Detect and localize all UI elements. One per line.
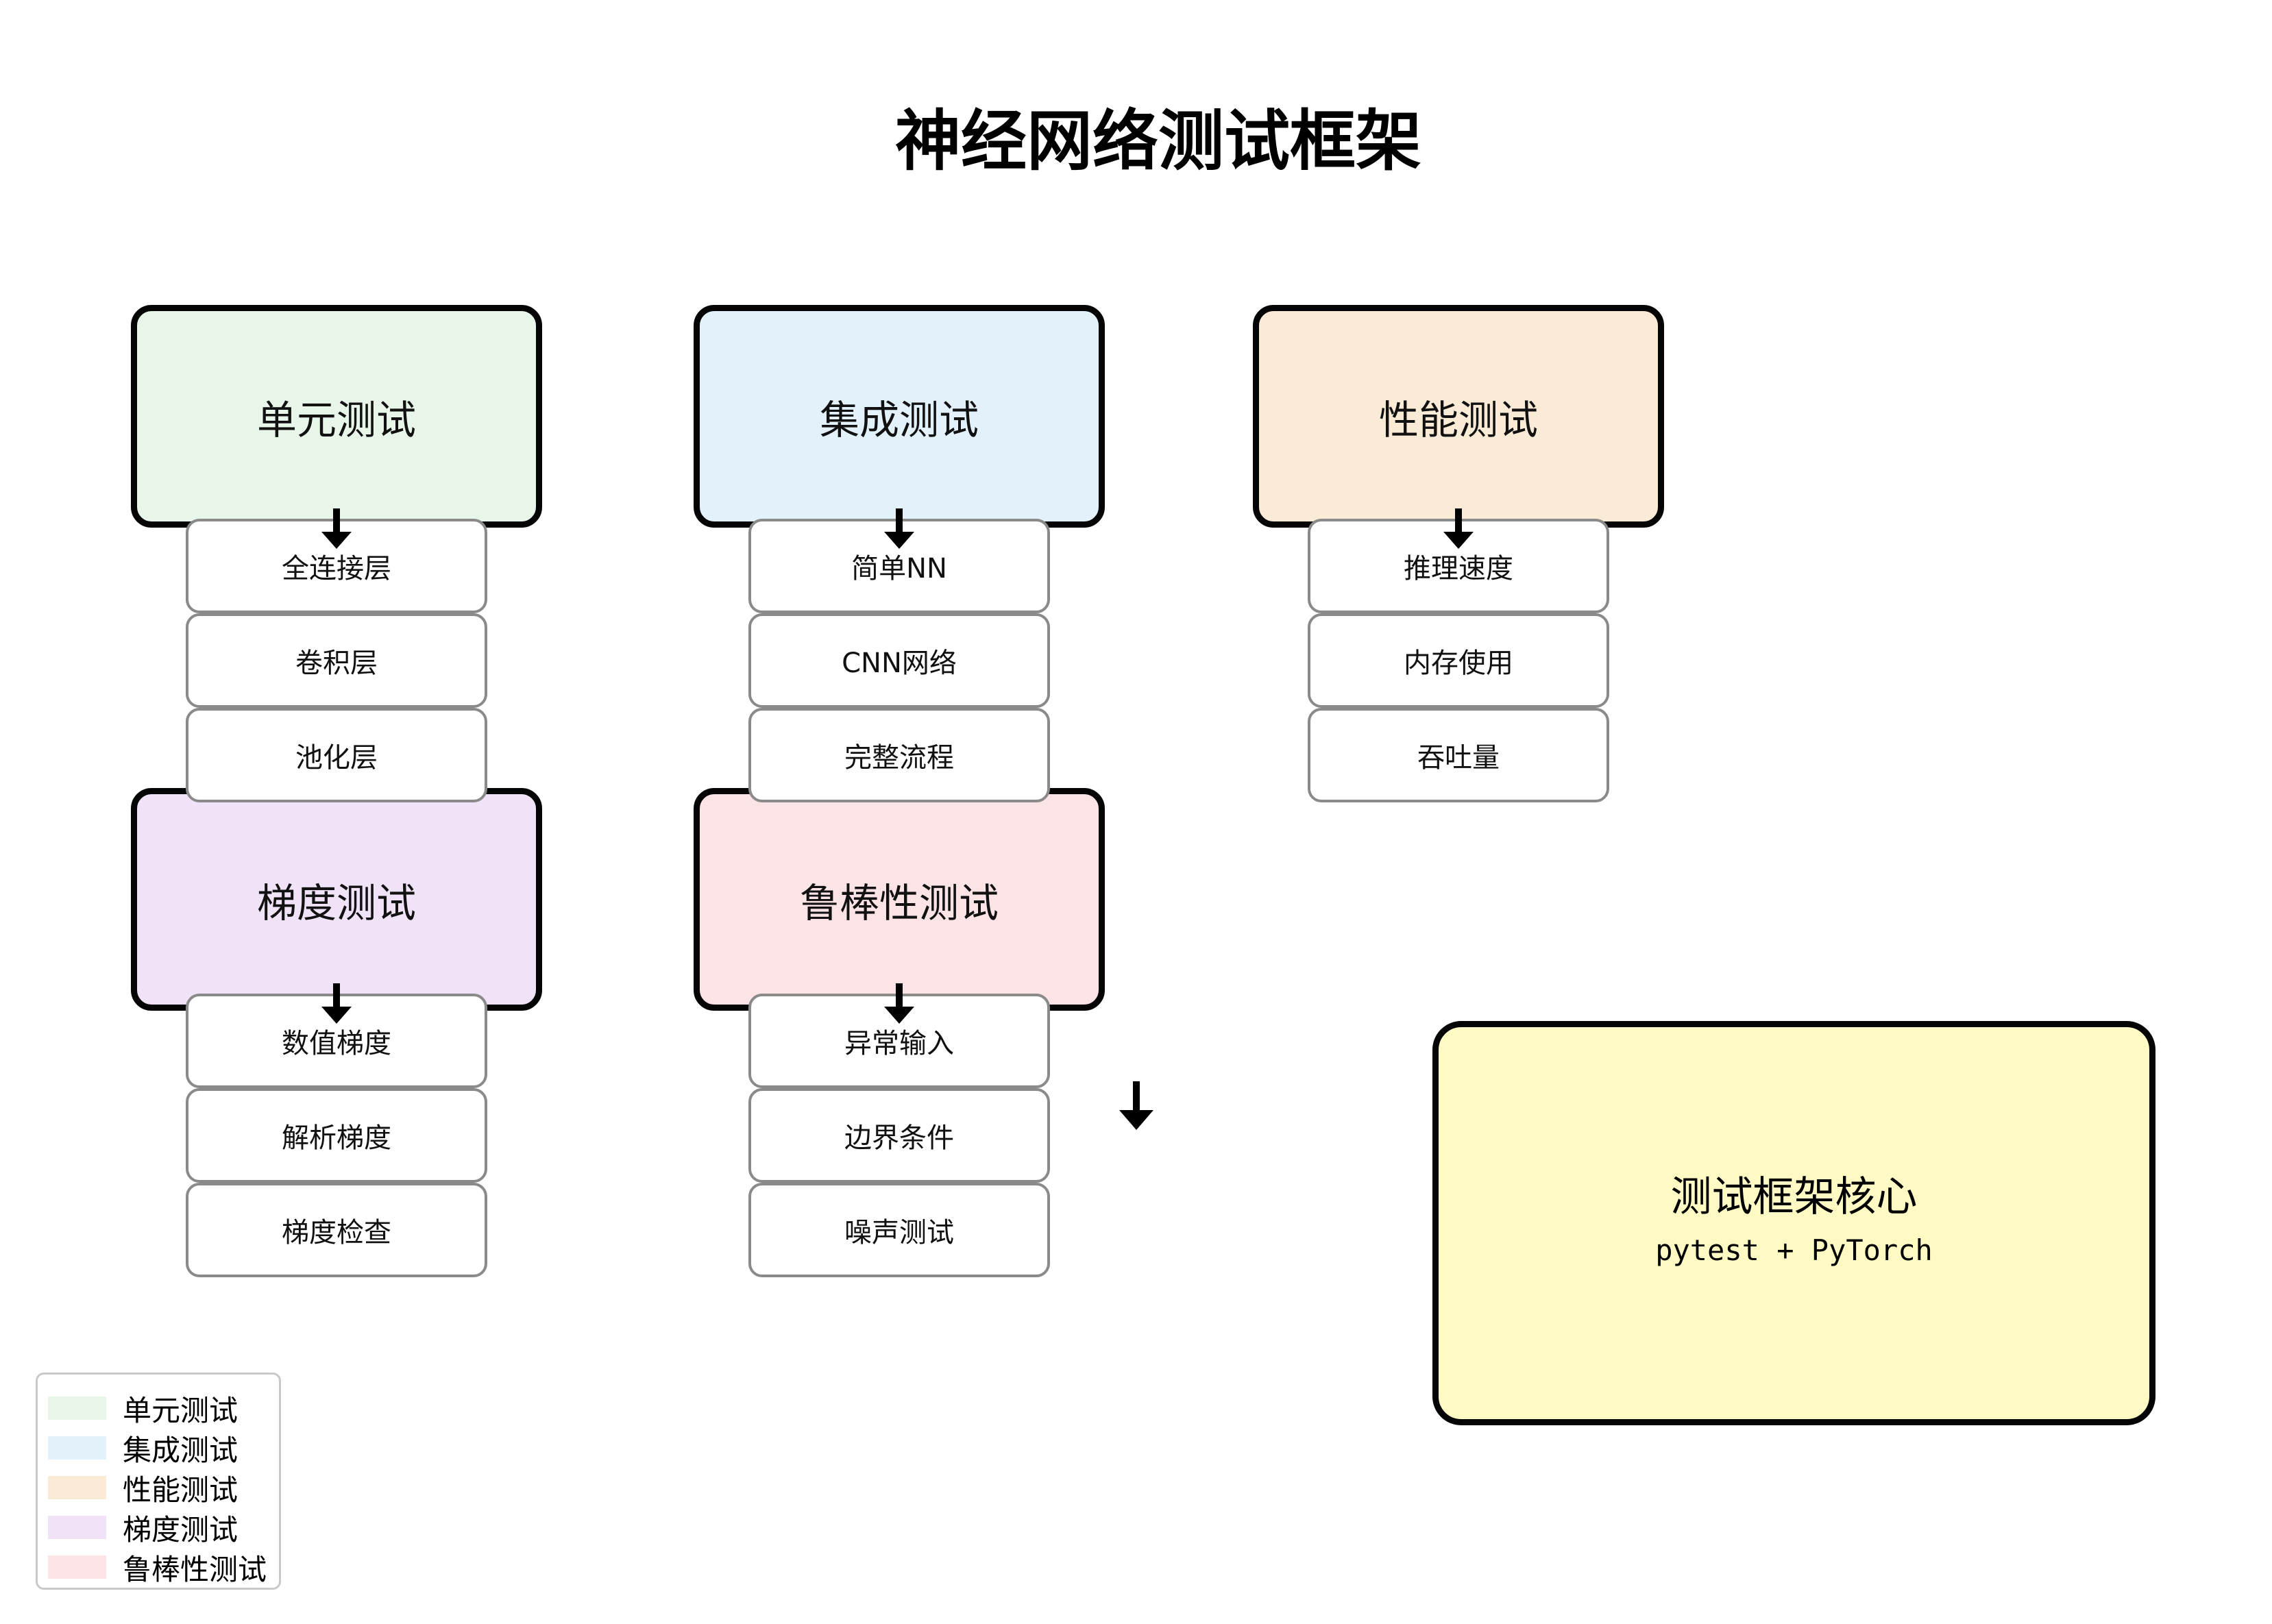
arrow-down-icon [1443, 508, 1474, 549]
legend-swatch-robustness-testing [48, 1555, 106, 1579]
item-label: 池化层 [295, 742, 378, 774]
item-label: 噪声测试 [844, 1217, 954, 1248]
core-framework-subtitle: pytest + PyTorch [1655, 1233, 1933, 1267]
item-box-noise-test: 噪声测试 [748, 1183, 1050, 1277]
group-header-gradient-testing: 梯度测试 [131, 788, 542, 1011]
item-box-cnn-network: CNN网络 [748, 613, 1050, 708]
group-header-label: 集成测试 [819, 396, 979, 443]
legend-row: 集成测试 [38, 1428, 279, 1468]
legend: 单元测试 集成测试 性能测试 梯度测试 鲁棒性测试 [36, 1373, 281, 1590]
group-header-label: 性能测试 [1378, 396, 1538, 443]
group-header-unit-testing: 单元测试 [131, 305, 542, 528]
legend-row: 性能测试 [38, 1468, 279, 1508]
item-label: 推理速度 [1404, 553, 1513, 585]
group-header-label: 梯度测试 [256, 879, 416, 926]
arrow-down-icon [884, 983, 914, 1024]
core-framework-box [1432, 1021, 2155, 1425]
item-label: 边界条件 [844, 1122, 954, 1154]
legend-swatch-gradient-testing [48, 1516, 106, 1539]
legend-label: 性能测试 [123, 1473, 239, 1507]
item-box-analytical-gradient: 解析梯度 [186, 1088, 487, 1183]
item-label: 完整流程 [844, 742, 954, 774]
legend-label: 鲁棒性测试 [123, 1552, 267, 1586]
item-box-boundary-condition: 边界条件 [748, 1088, 1050, 1183]
item-label: CNN网络 [842, 648, 957, 679]
legend-label: 集成测试 [123, 1433, 239, 1467]
diagram-title: 神经网络测试框架 [895, 103, 1421, 180]
arrow-down-icon [321, 508, 352, 549]
item-box-conv-layer: 卷积层 [186, 613, 487, 708]
item-label: 内存使用 [1404, 648, 1513, 679]
group-header-label: 鲁棒性测试 [799, 879, 999, 926]
item-label: 解析梯度 [282, 1122, 391, 1154]
item-label: 卷积层 [295, 648, 378, 679]
legend-label: 梯度测试 [123, 1512, 239, 1547]
item-box-pooling-layer: 池化层 [186, 708, 487, 802]
item-label: 梯度检查 [282, 1217, 391, 1248]
group-header-performance-testing: 性能测试 [1253, 305, 1664, 528]
item-box-full-pipeline: 完整流程 [748, 708, 1050, 802]
item-label: 异常输入 [844, 1028, 954, 1059]
item-box-memory-usage: 内存使用 [1308, 613, 1609, 708]
arrow-down-icon [1119, 1081, 1153, 1130]
item-label: 吞吐量 [1417, 742, 1500, 774]
legend-swatch-performance-testing [48, 1476, 106, 1499]
legend-swatch-unit-testing [48, 1397, 106, 1420]
legend-row: 梯度测试 [38, 1508, 279, 1547]
legend-row: 单元测试 [38, 1388, 279, 1428]
core-framework-title: 测试框架核心 [1670, 1173, 1918, 1221]
group-header-label: 单元测试 [256, 396, 416, 443]
item-box-gradient-check: 梯度检查 [186, 1183, 487, 1277]
legend-label: 单元测试 [123, 1393, 239, 1427]
item-box-throughput: 吞吐量 [1308, 708, 1609, 802]
arrow-down-icon [884, 508, 914, 549]
item-label: 简单NN [851, 553, 947, 585]
group-header-integration-testing: 集成测试 [694, 305, 1105, 528]
item-label: 全连接层 [282, 553, 391, 585]
group-header-robustness-testing: 鲁棒性测试 [694, 788, 1105, 1011]
item-label: 数值梯度 [282, 1028, 391, 1059]
legend-swatch-integration-testing [48, 1436, 106, 1460]
legend-row: 鲁棒性测试 [38, 1547, 279, 1587]
arrow-down-icon [321, 983, 352, 1024]
